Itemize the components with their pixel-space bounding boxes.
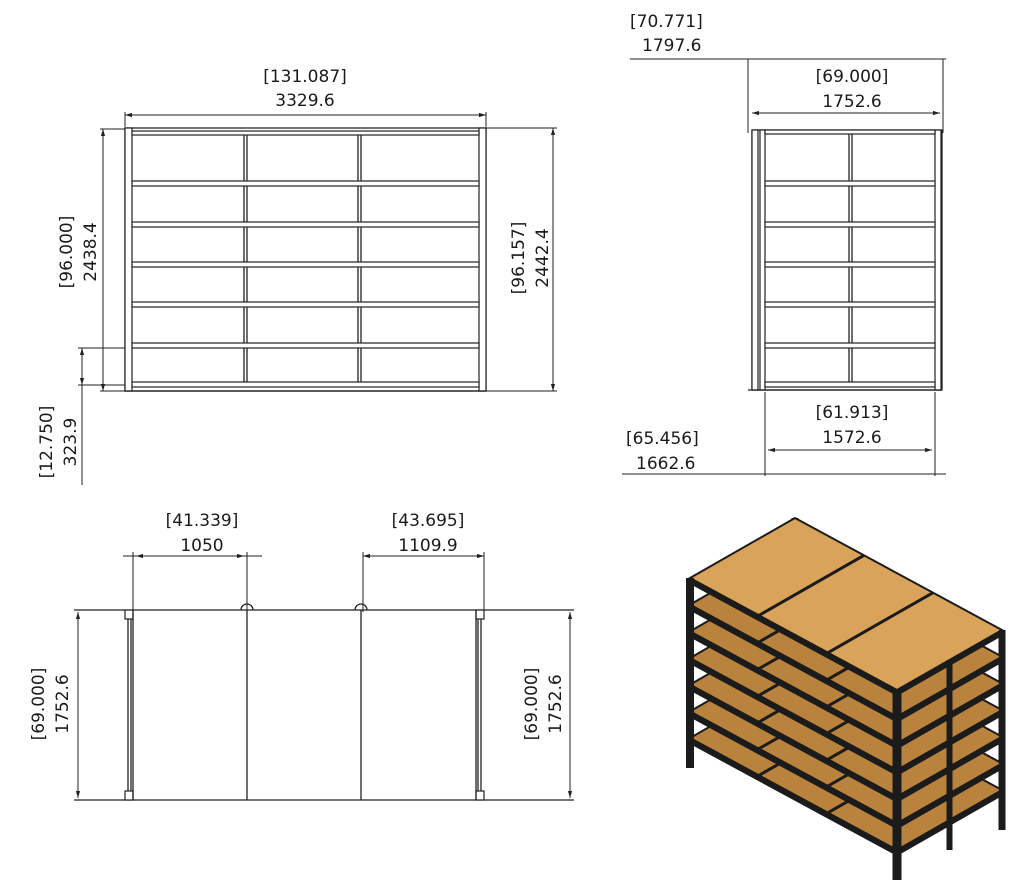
front-width-inch: [131.087]	[263, 67, 347, 87]
front-view: [131.087] 3329.6 [96.000] 2438.4 [96.157…	[37, 67, 557, 485]
iso-shelf-edge-front	[690, 658, 897, 776]
side-offset-bottom-inch: [65.456]	[626, 429, 699, 449]
side-offset-top-inch: [70.771]	[630, 12, 703, 32]
iso-shelf-edge-front	[690, 684, 897, 803]
side-view: [70.771] 1797.6 [69.000] 1752.6 [61.913]…	[622, 12, 946, 476]
side-inner-mm: 1572.6	[822, 428, 881, 448]
iso-shelf-edge-front	[690, 578, 897, 696]
side-offset-top-mm: 1797.6	[642, 36, 701, 56]
iso-bay-divider	[758, 554, 865, 617]
top-bay1-mm: 1050	[180, 536, 223, 556]
top-depth-right-mm: 1752.6	[546, 674, 566, 733]
top-depth-left-inch: [69.000]	[29, 668, 49, 741]
top-bay2-mm: 1109.9	[398, 536, 457, 556]
front-width-mm: 3329.6	[275, 91, 334, 111]
top-bay2-inch: [43.695]	[392, 511, 465, 531]
isometric-view	[686, 516, 1006, 880]
iso-shelf-edge-front	[690, 711, 897, 830]
iso-bay-divider	[827, 591, 934, 654]
front-bottom-mm: 323.9	[61, 418, 81, 467]
iso-shelf-edge-front	[690, 631, 897, 750]
front-height-right-mm: 2442.4	[533, 228, 553, 287]
top-depth-right-inch: [69.000]	[522, 668, 542, 741]
top-view: [41.339] 1050 [43.695] 1109.9 [69.000] 1…	[29, 511, 574, 801]
side-inner-inch: [61.913]	[816, 403, 889, 423]
side-depth-inch: [69.000]	[816, 67, 889, 87]
front-height-left-inch: [96.000]	[57, 216, 77, 289]
top-depth-left-mm: 1752.6	[53, 674, 73, 733]
front-bottom-inch: [12.750]	[37, 406, 57, 479]
front-height-right-inch: [96.157]	[509, 222, 529, 295]
iso-shelf-edge-front	[690, 604, 897, 723]
iso-shelf-edge-front	[690, 738, 897, 856]
front-height-left-mm: 2438.4	[81, 222, 101, 281]
side-offset-bottom-mm: 1662.6	[636, 454, 695, 474]
top-bay1-inch: [41.339]	[166, 511, 239, 531]
side-depth-mm: 1752.6	[822, 92, 881, 112]
